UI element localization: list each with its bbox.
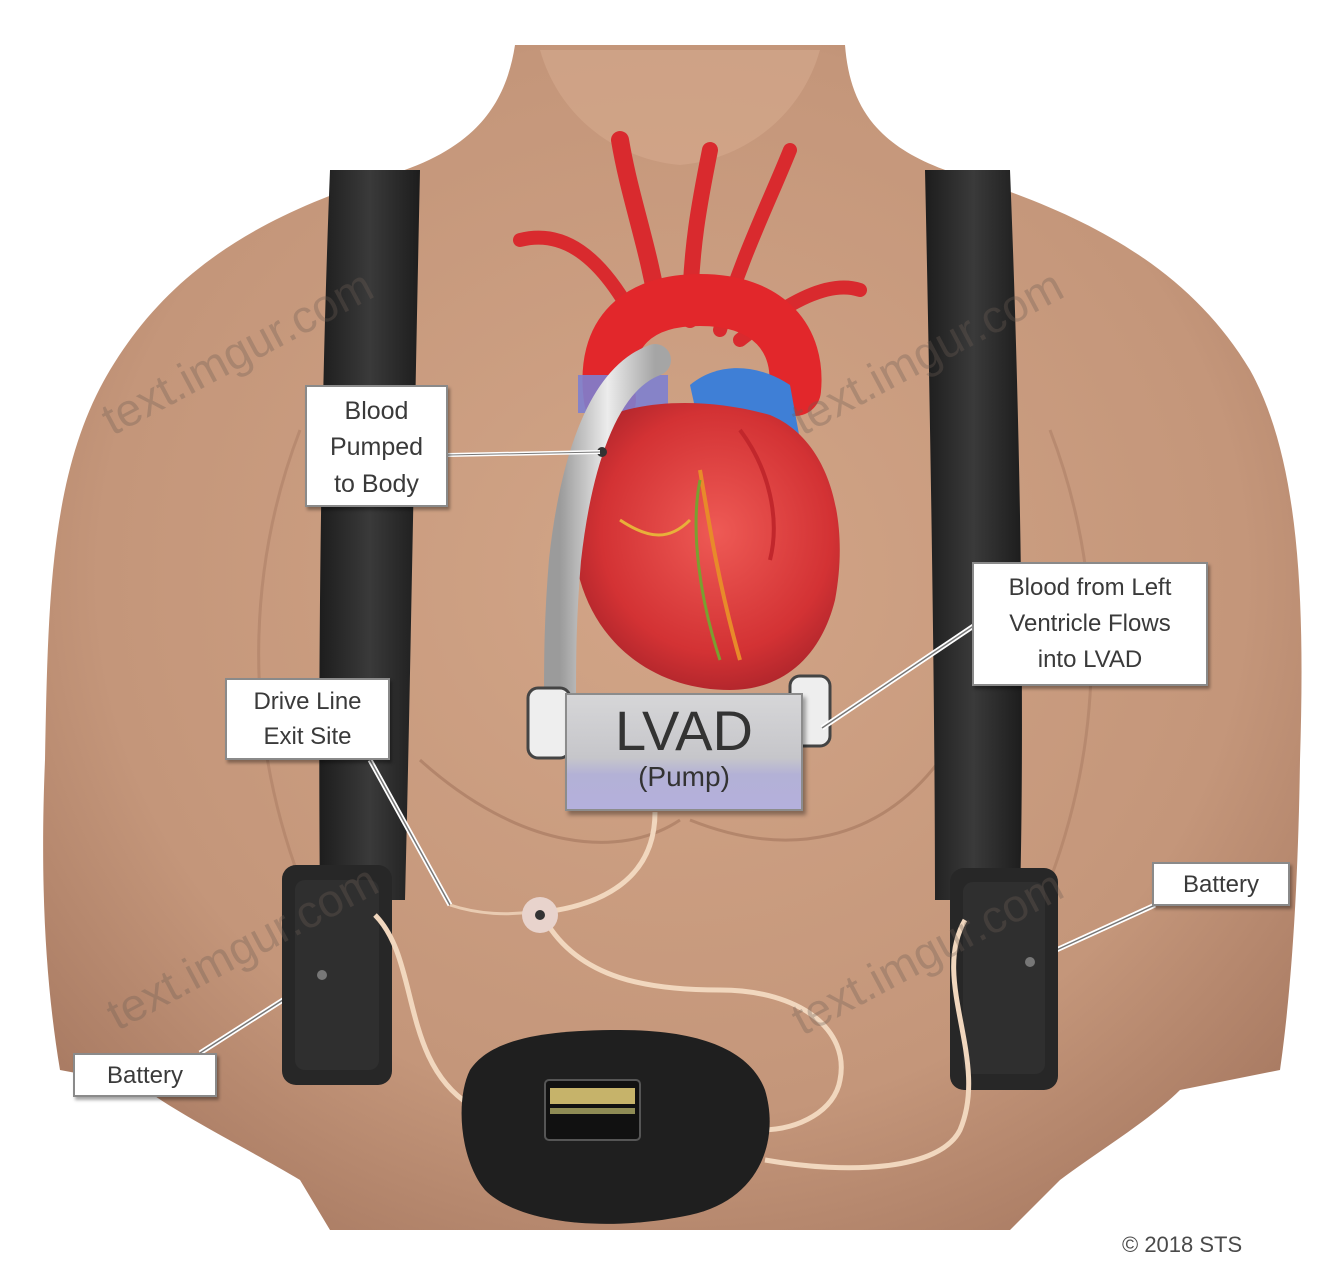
blood-from-lv-label: Blood from Left Ventricle Flows into LVA… [972, 562, 1208, 686]
pump-subtitle: (Pump) [567, 761, 801, 793]
pump-title: LVAD [567, 701, 801, 761]
battery-right-label: Battery [1152, 862, 1290, 906]
left-strap [319, 170, 420, 900]
blood-pumped-label: Blood Pumped to Body [305, 385, 448, 507]
right-strap [925, 170, 1022, 900]
battery-left-label: Battery [73, 1053, 217, 1097]
lvad-pump-label: LVAD (Pump) [565, 693, 803, 811]
copyright-notice: © 2018 STS [1122, 1232, 1242, 1258]
drive-line-label: Drive Line Exit Site [225, 678, 390, 760]
